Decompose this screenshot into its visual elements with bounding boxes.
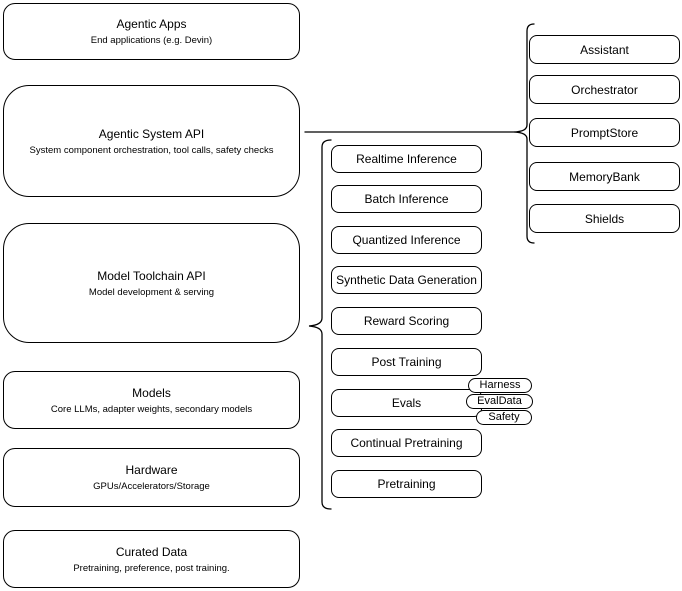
node-batch-inference: Batch Inference: [331, 185, 482, 213]
node-models: Models Core LLMs, adapter weights, secon…: [3, 371, 300, 429]
toolchain-brace: [308, 139, 332, 510]
tag-harness: Harness: [468, 378, 532, 393]
node-continual-pretraining: Continual Pretraining: [331, 429, 482, 457]
node-memorybank: MemoryBank: [529, 162, 680, 191]
node-subtitle: System component orchestration, tool cal…: [29, 144, 274, 156]
node-realtime-inference: Realtime Inference: [331, 145, 482, 173]
node-model-toolchain-api: Model Toolchain API Model development & …: [3, 223, 300, 343]
node-curated-data: Curated Data Pretraining, preference, po…: [3, 530, 300, 588]
node-title: Models: [132, 385, 171, 400]
node-agentic-apps: Agentic Apps End applications (e.g. Devi…: [3, 3, 300, 60]
node-title: Agentic System API: [98, 126, 205, 141]
node-title: Curated Data: [115, 544, 188, 559]
node-evals: Evals: [331, 389, 482, 417]
node-subtitle: End applications (e.g. Devin): [90, 35, 213, 46]
node-title: Agentic Apps: [116, 17, 187, 31]
node-promptstore: PromptStore: [529, 118, 680, 147]
node-synthetic-data-generation: Synthetic Data Generation: [331, 266, 482, 294]
tag-evaldata: EvalData: [466, 394, 533, 409]
node-subtitle: Pretraining, preference, post training.: [73, 562, 230, 574]
tag-safety: Safety: [476, 410, 532, 425]
node-assistant: Assistant: [529, 35, 680, 64]
node-quantized-inference: Quantized Inference: [331, 226, 482, 254]
node-subtitle: GPUs/Accelerators/Storage: [93, 481, 210, 492]
node-post-training: Post Training: [331, 348, 482, 376]
node-agentic-system-api: Agentic System API System component orch…: [3, 85, 300, 197]
node-shields: Shields: [529, 204, 680, 233]
node-reward-scoring: Reward Scoring: [331, 307, 482, 335]
node-subtitle: Core LLMs, adapter weights, secondary mo…: [50, 403, 253, 415]
node-title: Model Toolchain API: [97, 268, 206, 283]
node-pretraining: Pretraining: [331, 470, 482, 498]
node-orchestrator: Orchestrator: [529, 75, 680, 104]
node-subtitle: Model development & serving: [88, 286, 215, 298]
node-title: Hardware: [125, 463, 178, 477]
node-hardware: Hardware GPUs/Accelerators/Storage: [3, 448, 300, 507]
